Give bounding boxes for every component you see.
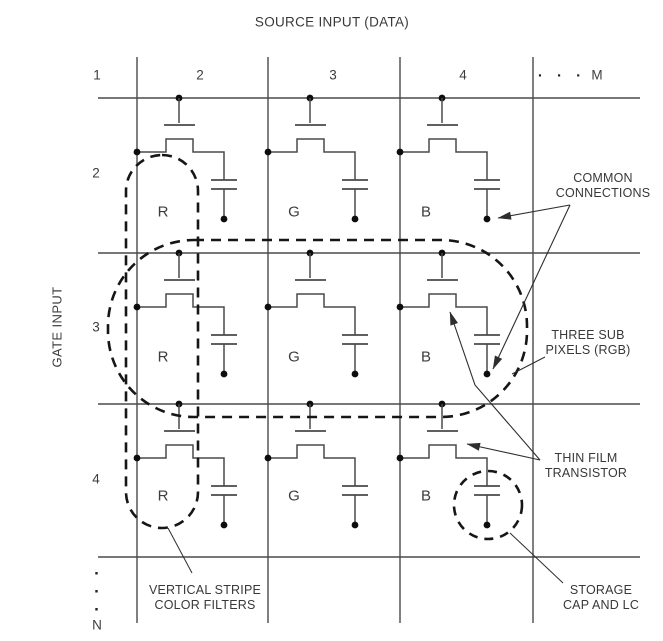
common-connection-dot	[483, 521, 491, 529]
source-input-title: SOURCE INPUT (DATA)	[254, 14, 410, 30]
annotation-line: COMMON	[573, 171, 633, 185]
subpixel-label-b-row2: B	[420, 203, 432, 221]
tft-cell-r-row2	[133, 94, 237, 223]
channel-path	[268, 444, 356, 486]
annotation-line: THREE SUB	[551, 328, 625, 342]
tft-cell-r-row3	[133, 249, 237, 378]
subpixel-label-r-row2: R	[157, 203, 169, 221]
subpixel-label-g-row2: G	[288, 203, 300, 221]
annotation-line: VERTICAL STRIPE	[148, 583, 262, 597]
source-connection-dot	[133, 454, 141, 462]
tft-cell-b-row4	[396, 400, 500, 529]
common-connection-dot	[220, 215, 228, 223]
gate-input-axis-label: GATE INPUT	[49, 286, 65, 368]
channel-path	[400, 444, 488, 486]
annotation-line: STORAGE	[569, 583, 633, 597]
row-label-3: 3	[92, 319, 100, 335]
storage-cap-outline	[452, 469, 524, 541]
vertical-stripe-outline	[124, 153, 200, 530]
tft-cell-b-row2	[396, 94, 500, 223]
subpixel-label-g-row4: G	[288, 487, 300, 505]
channel-path	[137, 293, 225, 335]
column-label-m: M	[591, 67, 603, 83]
channel-path	[137, 138, 225, 180]
three-subpixel-outline	[106, 238, 529, 419]
tft-cell-g-row3	[264, 249, 368, 378]
annotation-line: PIXELS (RGB)	[545, 343, 631, 357]
subpixel-label-r-row3: R	[157, 348, 169, 366]
annotation-line: CONNECTIONS	[555, 186, 651, 200]
source-connection-dot	[396, 303, 404, 311]
common-arrow-row3	[492, 204, 571, 370]
tft-cell-g-row2	[264, 94, 368, 223]
source-connection-dot	[264, 303, 272, 311]
annotation-line: CAP AND LC	[562, 598, 640, 612]
common-connection-dot	[220, 370, 228, 378]
storage-leader	[509, 532, 564, 584]
common-connection-dot	[220, 521, 228, 529]
row-label-n: N	[92, 617, 102, 633]
source-connection-dot	[396, 148, 404, 156]
channel-path	[137, 444, 225, 486]
common-connection-dot	[483, 370, 491, 378]
source-connection-dot	[264, 148, 272, 156]
source-connection-dot	[396, 454, 404, 462]
row-label-2: 2	[92, 165, 100, 181]
column-label-1: 1	[93, 67, 101, 83]
tft-arrow-row4	[466, 442, 541, 461]
source-connection-dot	[133, 303, 141, 311]
tft-arrow-row3	[449, 311, 541, 461]
subpixel-label-b-row4: B	[420, 487, 432, 505]
annotation-line: COLOR FILTERS	[154, 598, 256, 612]
subpixel-label-g-row3: G	[288, 348, 300, 366]
tft-cell-g-row4	[264, 400, 368, 529]
source-connection-dot	[264, 454, 272, 462]
column-ellipsis: · · ·	[537, 67, 587, 85]
channel-path	[268, 293, 356, 335]
common-connection-dot	[351, 215, 359, 223]
column-label-4: 4	[459, 67, 467, 83]
annotation-line: TRANSISTOR	[544, 466, 628, 480]
common-connection-dot	[483, 215, 491, 223]
subpixel-label-b-row3: B	[420, 348, 432, 366]
annotation-line: THIN FILM	[554, 451, 618, 465]
column-label-2: 2	[196, 67, 204, 83]
subpixel-label-r-row4: R	[157, 487, 169, 505]
common-arrow-row2	[497, 204, 571, 220]
common-connection-dot	[351, 521, 359, 529]
channel-path	[400, 138, 488, 180]
row-ellipsis: · · ·	[94, 564, 100, 619]
tft-cell-b-row3	[396, 249, 500, 378]
stripe-leader	[167, 527, 193, 574]
tft-cell-r-row4	[133, 400, 237, 529]
row-label-4: 4	[92, 471, 100, 487]
source-connection-dot	[133, 148, 141, 156]
common-connection-dot	[351, 370, 359, 378]
channel-path	[268, 138, 356, 180]
three-sub-leader	[511, 356, 546, 375]
column-label-3: 3	[329, 67, 337, 83]
channel-path	[400, 293, 488, 335]
